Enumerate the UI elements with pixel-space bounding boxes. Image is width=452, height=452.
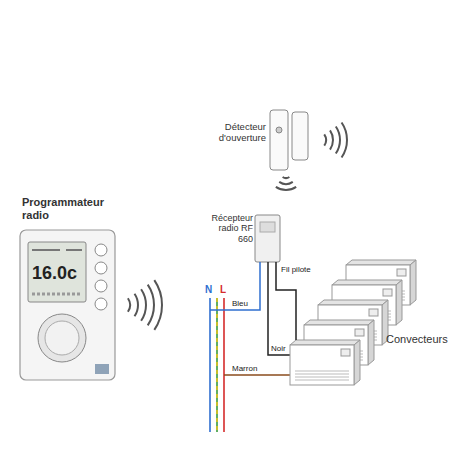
black-wire: [268, 262, 290, 355]
receiver-panel: [260, 222, 275, 232]
radio-wave: [276, 187, 296, 190]
convector-control: [341, 349, 350, 356]
convector-top: [332, 280, 402, 285]
door-detector: Détecteur d'ouverture: [268, 108, 312, 172]
earth-wire: [216, 298, 218, 432]
convector-top: [346, 260, 416, 265]
radio-wave: [135, 294, 138, 317]
radio-wave: [283, 177, 290, 178]
detector-part: [270, 110, 288, 170]
live-wire: [223, 298, 225, 432]
brown-wire: [224, 374, 290, 376]
lcd-segment: [66, 249, 82, 251]
convector-side: [410, 260, 416, 305]
convector-grille: [295, 374, 349, 375]
convector-control: [383, 289, 392, 296]
wire-label: Noir: [271, 345, 286, 353]
brand-logo: [95, 364, 109, 374]
convector-side: [368, 320, 374, 365]
radio-receiver: Récepteur radio RF 660: [255, 215, 280, 262]
lcd-segment: [32, 249, 60, 251]
detector-led: [276, 127, 282, 133]
convector: [290, 340, 360, 385]
button: [95, 280, 107, 292]
thermostat-body: [20, 230, 115, 380]
radio-wave: [336, 126, 340, 153]
wire-label: Bleu: [232, 300, 248, 308]
radio-wave: [154, 280, 162, 330]
radio-wave: [324, 134, 326, 145]
convector-grille: [295, 377, 349, 378]
lcd-bar: [32, 293, 82, 296]
thermostat: Programmateur radio: [20, 230, 115, 380]
button: [95, 244, 107, 256]
convector-front: [290, 345, 354, 385]
convector-grille: [295, 371, 349, 372]
convector-control: [397, 269, 406, 276]
convector-top: [304, 320, 374, 325]
earth-wire-stripe: [216, 298, 218, 432]
convector-control: [355, 329, 364, 336]
convector-group: Convecteurs: [290, 340, 360, 385]
convector-stack: [290, 260, 416, 385]
radio-wave: [279, 182, 293, 184]
radio-wave: [342, 122, 347, 157]
neutral-wire: [209, 298, 211, 432]
blue-wire: [210, 262, 260, 310]
neutral-label: N: [205, 285, 212, 295]
wire-label: Marron: [232, 365, 257, 373]
radio-wave: [330, 130, 333, 149]
lcd-screen: [28, 242, 86, 302]
dial-inner: [45, 321, 79, 355]
button: [95, 298, 107, 310]
wire-label: Fil pilote: [280, 266, 312, 275]
convector-control: [369, 309, 378, 316]
radio-waves: [128, 122, 347, 329]
detector-magnet: [292, 112, 308, 160]
node-label: Programmateur radio: [22, 196, 122, 221]
radio-wave: [148, 285, 154, 326]
convector-grille: [295, 380, 349, 381]
convector-top: [290, 340, 360, 345]
convector-side: [354, 340, 360, 385]
node-label: Convecteurs: [386, 333, 452, 346]
node-label: Détecteur d'ouverture: [208, 122, 266, 144]
live-label: L: [220, 285, 226, 295]
convector-side: [396, 280, 402, 325]
convector-top: [318, 300, 388, 305]
dial: [38, 314, 86, 362]
radio-wave: [141, 289, 146, 321]
radio-wave: [128, 298, 130, 312]
lcd-temperature: 16.0c: [32, 264, 77, 282]
receiver-box: [255, 215, 280, 262]
node-label: Récepteur radio RF 660: [203, 213, 253, 244]
button: [95, 262, 107, 274]
